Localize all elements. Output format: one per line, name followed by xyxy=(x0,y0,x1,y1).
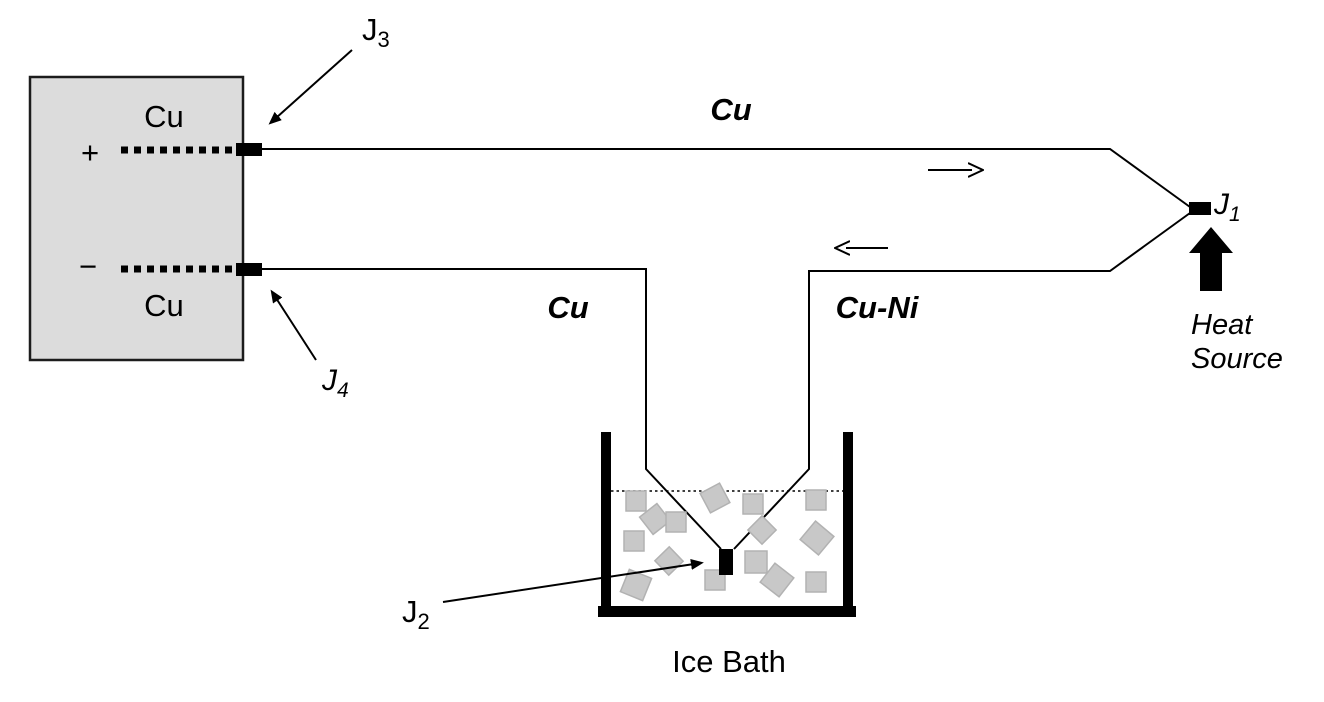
junction-j4-label: J4 xyxy=(321,364,349,402)
junction-j2-label-main: J xyxy=(402,594,418,629)
ice-cube xyxy=(799,520,835,556)
wire-cu-ni-label: Cu-Ni xyxy=(836,290,920,325)
junction-j1-label-main: J xyxy=(1213,188,1230,221)
wire-right-cu-ni xyxy=(733,212,1191,550)
meter-box xyxy=(28,75,245,362)
junction-j2-leader-arrow xyxy=(442,559,704,603)
ice-cube xyxy=(623,530,645,552)
junction-j3-leader-arrow xyxy=(268,49,353,125)
ice-cube xyxy=(805,571,827,593)
ice-cube xyxy=(665,511,687,533)
junction-j4-terminal xyxy=(236,263,262,276)
junction-j1 xyxy=(1189,202,1211,215)
ice-cube xyxy=(746,514,778,546)
ice-bath-label: Ice Bath xyxy=(672,644,786,679)
ice-cube xyxy=(638,502,672,536)
heat-source-arrow-icon xyxy=(1189,227,1233,291)
ice-cube xyxy=(653,545,685,577)
junction-j4-label-main: J xyxy=(321,364,338,397)
heat-source-label-line1: Heat xyxy=(1191,309,1254,341)
junction-j3-label-sub: 3 xyxy=(378,27,390,52)
ice-cube xyxy=(805,489,827,511)
heat-source-label-line2: Source xyxy=(1191,343,1283,375)
junction-j2-label: J2 xyxy=(402,594,430,634)
ice-bath-left-wall xyxy=(601,432,611,617)
junction-j1-label-sub: 1 xyxy=(1229,203,1241,226)
junction-j1-label: J1 xyxy=(1213,188,1241,226)
junction-j3-label: J3 xyxy=(362,12,390,52)
junction-j2 xyxy=(719,549,733,575)
wire-bottom-left-cu-label: Cu xyxy=(547,290,588,325)
ice-cube xyxy=(759,562,795,598)
junction-j2-label-sub: 2 xyxy=(418,609,430,634)
ice-cube xyxy=(619,568,653,602)
wire-top-cu xyxy=(262,148,1191,208)
meter-plus-label: + xyxy=(81,135,99,170)
meter-bottom-lead-label: Cu xyxy=(144,288,184,323)
ice-cubes xyxy=(619,482,835,602)
junction-j4-label-sub: 4 xyxy=(337,379,349,402)
junction-j4-leader-arrow xyxy=(270,289,317,361)
ice-cube xyxy=(625,490,647,512)
ice-cube xyxy=(744,550,768,574)
wire-bottom-left-cu xyxy=(262,268,722,550)
junction-j3-terminal xyxy=(236,143,262,156)
ice-cube xyxy=(699,482,731,514)
meter-minus-label: − xyxy=(79,249,97,284)
meter-top-lead-label: Cu xyxy=(144,99,184,134)
ice-bath-bottom-wall xyxy=(598,606,856,617)
ice-bath-right-wall xyxy=(843,432,853,617)
wire-top-cu-label: Cu xyxy=(710,92,751,127)
ice-cube xyxy=(742,493,764,515)
junction-j3-label-main: J xyxy=(362,12,378,47)
